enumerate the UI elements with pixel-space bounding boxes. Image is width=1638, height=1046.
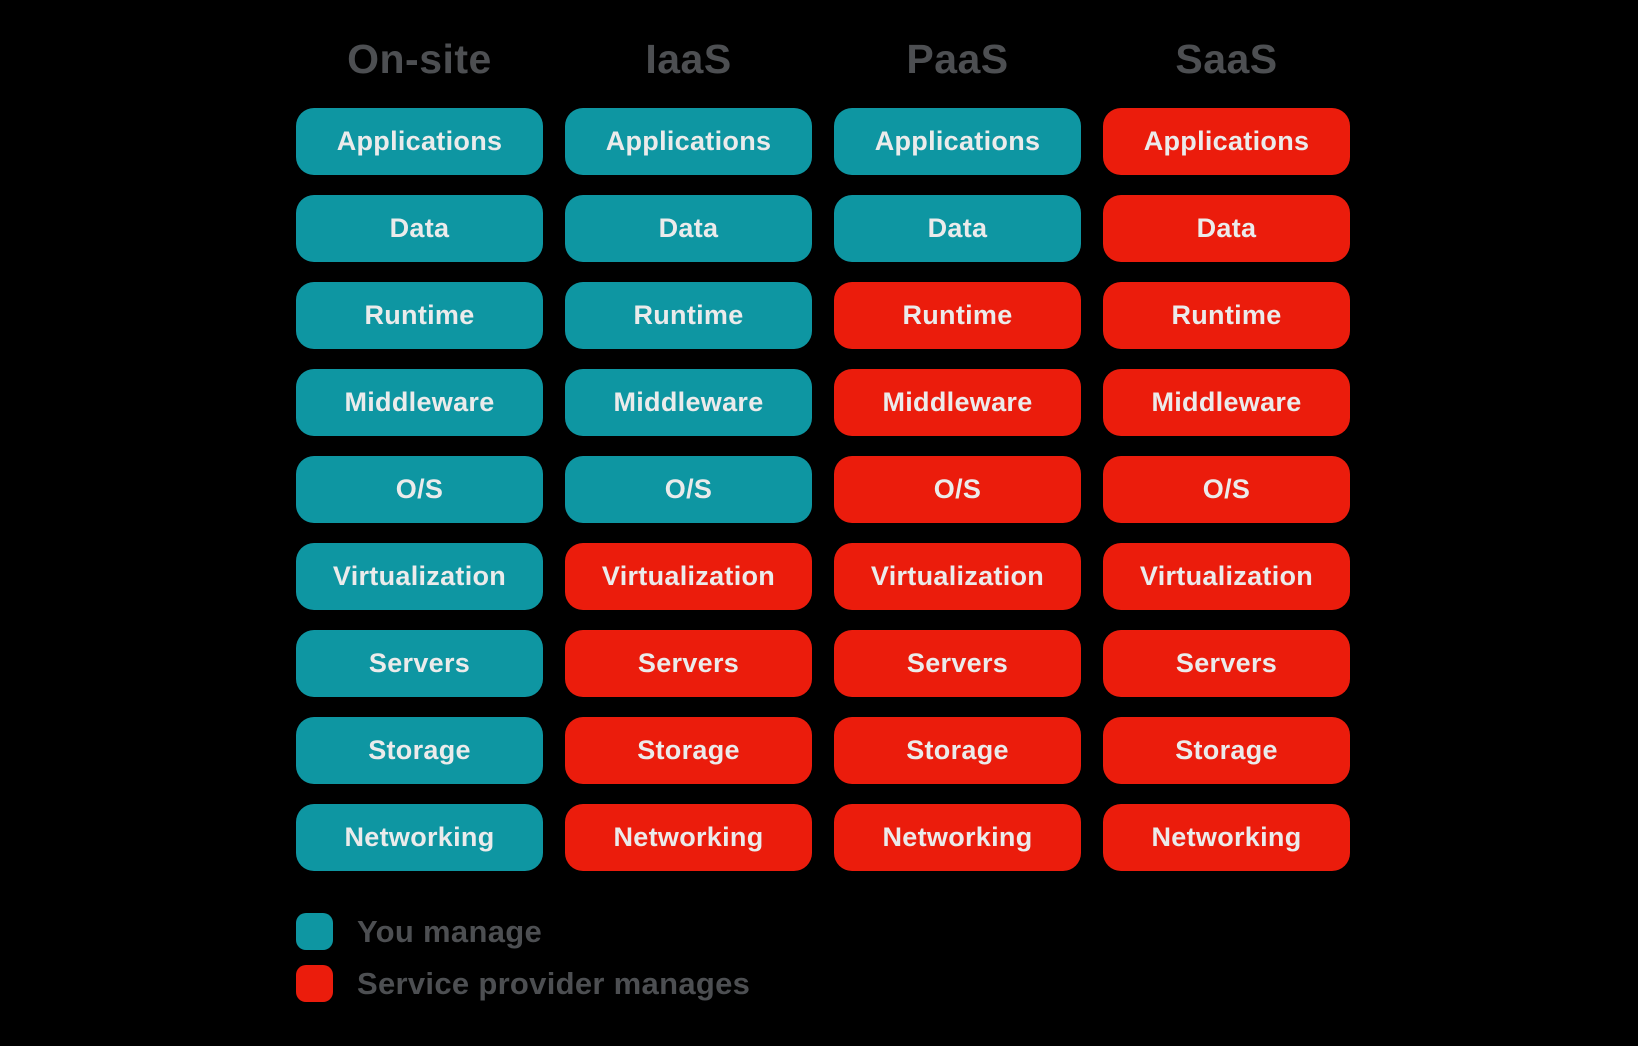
pill-paas-applications: Applications [834, 108, 1081, 175]
pill-on-site-applications: Applications [296, 108, 543, 175]
pill-on-site-virtualization: Virtualization [296, 543, 543, 610]
pill-paas-storage: Storage [834, 717, 1081, 784]
provider-manages-label: Service provider manages [357, 965, 751, 1001]
pill-paas-runtime: Runtime [834, 282, 1081, 349]
pill-saas-middleware: Middleware [1103, 369, 1350, 436]
pill-iaas-storage: Storage [565, 717, 812, 784]
pill-paas-servers: Servers [834, 630, 1081, 697]
pill-iaas-runtime: Runtime [565, 282, 812, 349]
column-header-on-site: On-site [347, 36, 492, 82]
pill-paas-middleware: Middleware [834, 369, 1081, 436]
pill-iaas-applications: Applications [565, 108, 812, 175]
pill-saas-applications: Applications [1103, 108, 1350, 175]
pill-on-site-storage: Storage [296, 717, 543, 784]
pill-on-site-middleware: Middleware [296, 369, 543, 436]
pill-on-site-runtime: Runtime [296, 282, 543, 349]
pill-saas-servers: Servers [1103, 630, 1350, 697]
pill-iaas-o-s: O/S [565, 456, 812, 523]
pill-iaas-virtualization: Virtualization [565, 543, 812, 610]
pill-on-site-o-s: O/S [296, 456, 543, 523]
pill-iaas-servers: Servers [565, 630, 812, 697]
pill-saas-data: Data [1103, 195, 1350, 262]
pill-saas-o-s: O/S [1103, 456, 1350, 523]
pill-saas-storage: Storage [1103, 717, 1350, 784]
legend: You manage Service provider manages [296, 913, 750, 1002]
pill-on-site-networking: Networking [296, 804, 543, 871]
pill-iaas-middleware: Middleware [565, 369, 812, 436]
pill-paas-virtualization: Virtualization [834, 543, 1081, 610]
pill-iaas-networking: Networking [565, 804, 812, 871]
pill-saas-runtime: Runtime [1103, 282, 1350, 349]
pill-paas-data: Data [834, 195, 1081, 262]
column-header-iaas: IaaS [645, 36, 732, 82]
legend-item-you-manage: You manage [296, 913, 750, 950]
column-header-saas: SaaS [1175, 36, 1278, 82]
pill-on-site-data: Data [296, 195, 543, 262]
you-manage-swatch [296, 913, 333, 950]
legend-item-provider-manages: Service provider manages [296, 965, 750, 1002]
pill-paas-o-s: O/S [834, 456, 1081, 523]
column-header-paas: PaaS [906, 36, 1009, 82]
you-manage-label: You manage [357, 913, 543, 949]
pill-saas-networking: Networking [1103, 804, 1350, 871]
pill-saas-virtualization: Virtualization [1103, 543, 1350, 610]
pill-iaas-data: Data [565, 195, 812, 262]
pill-on-site-servers: Servers [296, 630, 543, 697]
pill-paas-networking: Networking [834, 804, 1081, 871]
provider-manages-swatch [296, 965, 333, 1002]
